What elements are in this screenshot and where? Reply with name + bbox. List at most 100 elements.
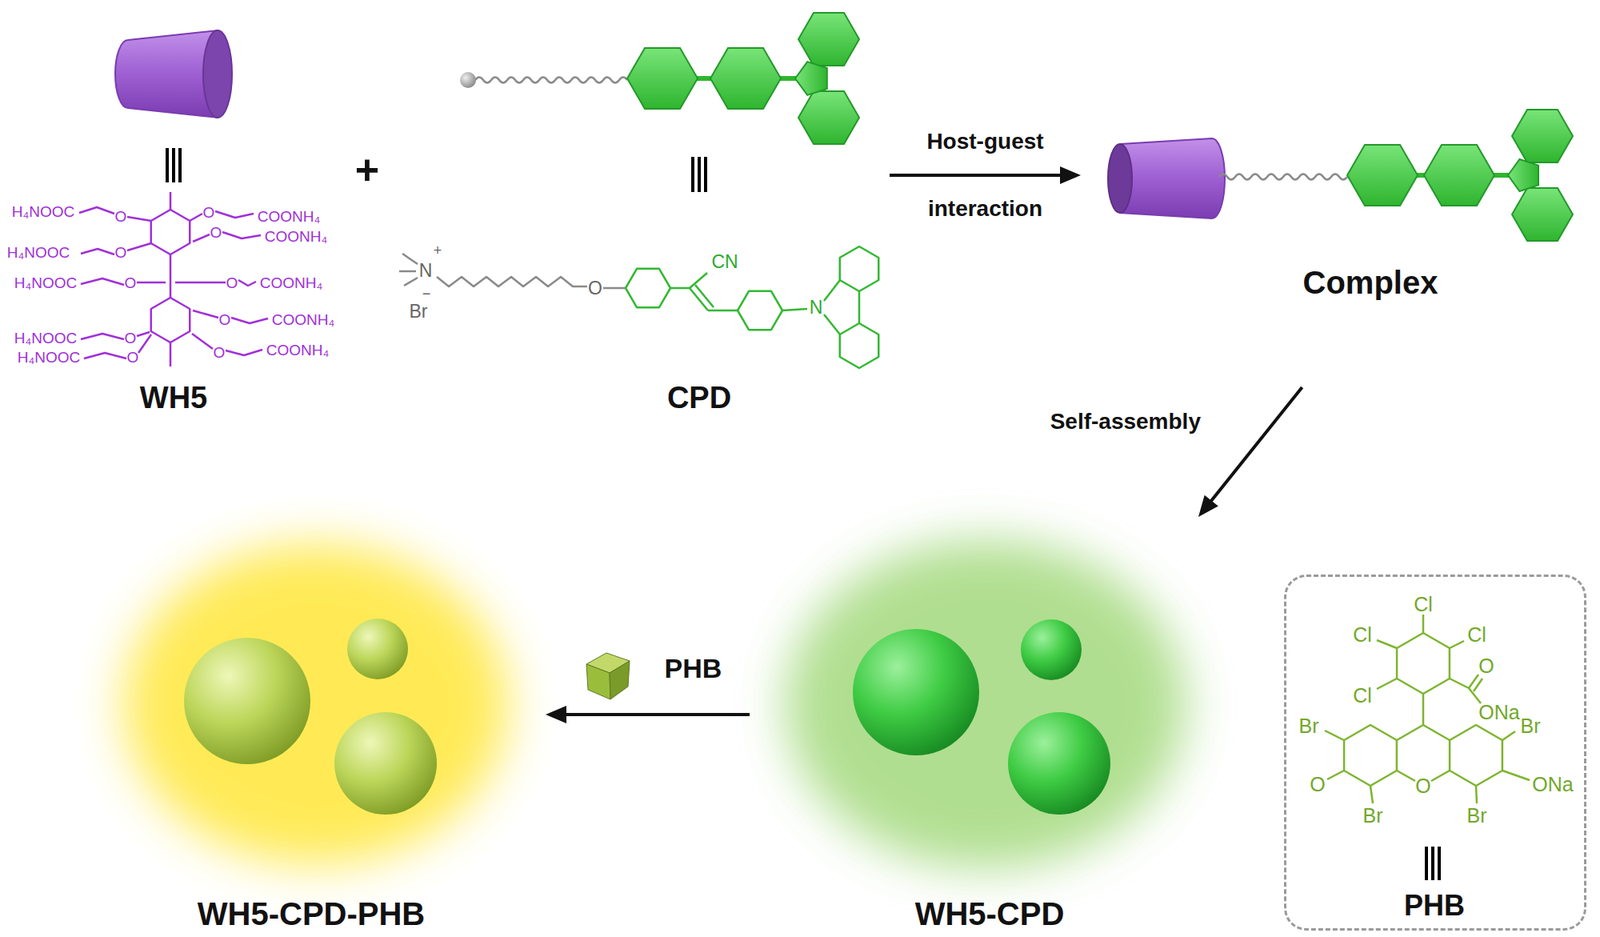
- equivalence-bars: [692, 156, 706, 192]
- complex-cartoon-part: [1512, 188, 1573, 241]
- wh5-structure-part: [169, 342, 172, 367]
- atom-label: H₄NOOC: [14, 330, 77, 346]
- arrow-shaft: [889, 173, 1064, 177]
- complex-cartoon-part: [1424, 144, 1495, 206]
- plus-sign-holder: +: [355, 148, 380, 191]
- phb-cube: [586, 652, 630, 700]
- atom-label-holder: ONa: [1478, 702, 1520, 723]
- aggregate-label: WH5-CPD: [915, 897, 1065, 930]
- atom-label-holder: Br: [1467, 805, 1488, 826]
- atom-label: H₄NOOC: [7, 244, 70, 260]
- atom-label: O: [1415, 776, 1431, 796]
- wh5-structure-part: [136, 281, 166, 284]
- atom-label: COONH₄: [260, 275, 323, 291]
- wh5-structure-part: [231, 317, 268, 324]
- guest-label-holder: CPD: [667, 382, 732, 413]
- wh5-structure-part: [175, 281, 226, 284]
- equivalence-bars: [1426, 846, 1440, 880]
- atom-label-holder: Cl: [1352, 685, 1372, 706]
- scheme-node: WH5-CPD-PHB: [96, 560, 544, 935]
- equivalence-bars: [167, 148, 180, 183]
- cpd-cartoon-part: [710, 48, 781, 109]
- green-aggregates-part: [852, 628, 980, 756]
- phb-structure-part: [1327, 770, 1344, 780]
- cpd-structure-core-part: [689, 272, 708, 288]
- wh5-structure-part: [127, 243, 152, 251]
- atom-label-holder: O: [115, 244, 128, 260]
- cpd-structure-core-part: [840, 323, 879, 368]
- atom-label: Br: [1520, 716, 1541, 736]
- phb-structure-part: [1476, 785, 1477, 804]
- green-aggregates-part: [1020, 619, 1082, 680]
- atom-label: H₄NOOC: [14, 275, 77, 291]
- atom-label-holder: COONH₄: [264, 228, 328, 244]
- phb-structure-part: [1502, 731, 1516, 740]
- cpd-structure-core-part: [782, 308, 808, 311]
- wh5-structure-part: [238, 280, 256, 286]
- wh5-cylinder-part: [115, 30, 218, 118]
- wh5-structure-part: [80, 248, 115, 255]
- yellow-aggregates-part: [347, 618, 408, 680]
- guest-label: CPD: [667, 382, 732, 413]
- atom-label: N: [809, 298, 824, 317]
- atom-label: O: [124, 330, 137, 346]
- wh5-structure-part: [225, 349, 263, 356]
- atom-label-holder: O: [127, 349, 140, 365]
- reaction-arrow: [1198, 387, 1303, 517]
- wh5-structure-part: [169, 192, 172, 210]
- atom-label: O: [1478, 656, 1494, 676]
- atom-label-holder: O: [226, 275, 239, 291]
- arrow-label: PHB: [664, 654, 723, 682]
- atom-label: Cl: [1413, 594, 1433, 615]
- arrow-shaft: [1209, 387, 1303, 504]
- cpd-structure-core-part: [695, 284, 714, 308]
- atom-label-holder: O: [203, 204, 216, 220]
- phb-structure-part: [1449, 640, 1464, 648]
- cpd-structure-tail-part: [399, 270, 416, 273]
- atom-label-holder: Cl: [1413, 594, 1433, 615]
- atom-label-holder: O: [115, 208, 128, 224]
- cpd-structure-core: [625, 246, 879, 368]
- atom-label-holder: ONa: [1532, 774, 1573, 795]
- atom-label: N: [419, 261, 433, 280]
- cpd-cartoon-part: [798, 12, 860, 66]
- atom-label: ONa: [1478, 702, 1520, 723]
- wh5-structure-part: [215, 211, 254, 218]
- equivalence-bars-part: [1437, 846, 1441, 880]
- wh5-cylinder: [115, 30, 232, 118]
- wh5-cylinder-part: [203, 30, 232, 118]
- scheme-node: CPD: [392, 0, 888, 416]
- aggregate-label-holder: WH5-CPD-PHB: [197, 897, 425, 930]
- equivalence-bars-part: [1431, 846, 1435, 880]
- atom-label: O: [210, 224, 223, 240]
- complex-cartoon-part: [1347, 144, 1418, 206]
- atom-label-holder: N: [419, 261, 433, 280]
- dye-label-holder: PHB: [1404, 891, 1465, 920]
- phb-structure-part: [1324, 730, 1344, 740]
- cpd-structure-tail-part: [404, 277, 418, 286]
- arrow-head: [1060, 166, 1081, 184]
- complex-cartoon: [1108, 109, 1573, 241]
- yellow-aggregates-part: [124, 544, 508, 864]
- yellow-aggregates: [124, 544, 508, 864]
- phb-structure-part: [1449, 678, 1469, 688]
- atom-label-holder: H₄NOOC: [7, 244, 70, 260]
- atom-label: Cl: [1467, 624, 1487, 645]
- wh5-structure-part: [192, 310, 219, 318]
- atom-label-holder: CN: [711, 252, 738, 272]
- atom-label-holder: H₄NOOC: [14, 330, 77, 346]
- yellow-aggregates-part: [184, 637, 311, 764]
- cpd-structure-tail-part: [436, 276, 588, 287]
- atom-label-holder: H₄NOOC: [14, 275, 77, 291]
- scheme-node: Complex: [1084, 76, 1596, 386]
- equivalence-bars-part: [704, 156, 708, 192]
- atom-label: Cl: [1352, 685, 1372, 706]
- green-aggregates-part: [1008, 712, 1111, 815]
- wh5-structure-part: [80, 333, 124, 340]
- atom-label: O: [124, 275, 137, 291]
- atom-label: Cl: [1352, 624, 1372, 645]
- phb-structure-part: [1473, 678, 1483, 692]
- phb-structure-part: [1502, 770, 1530, 780]
- host-label-holder: WH5: [140, 382, 208, 413]
